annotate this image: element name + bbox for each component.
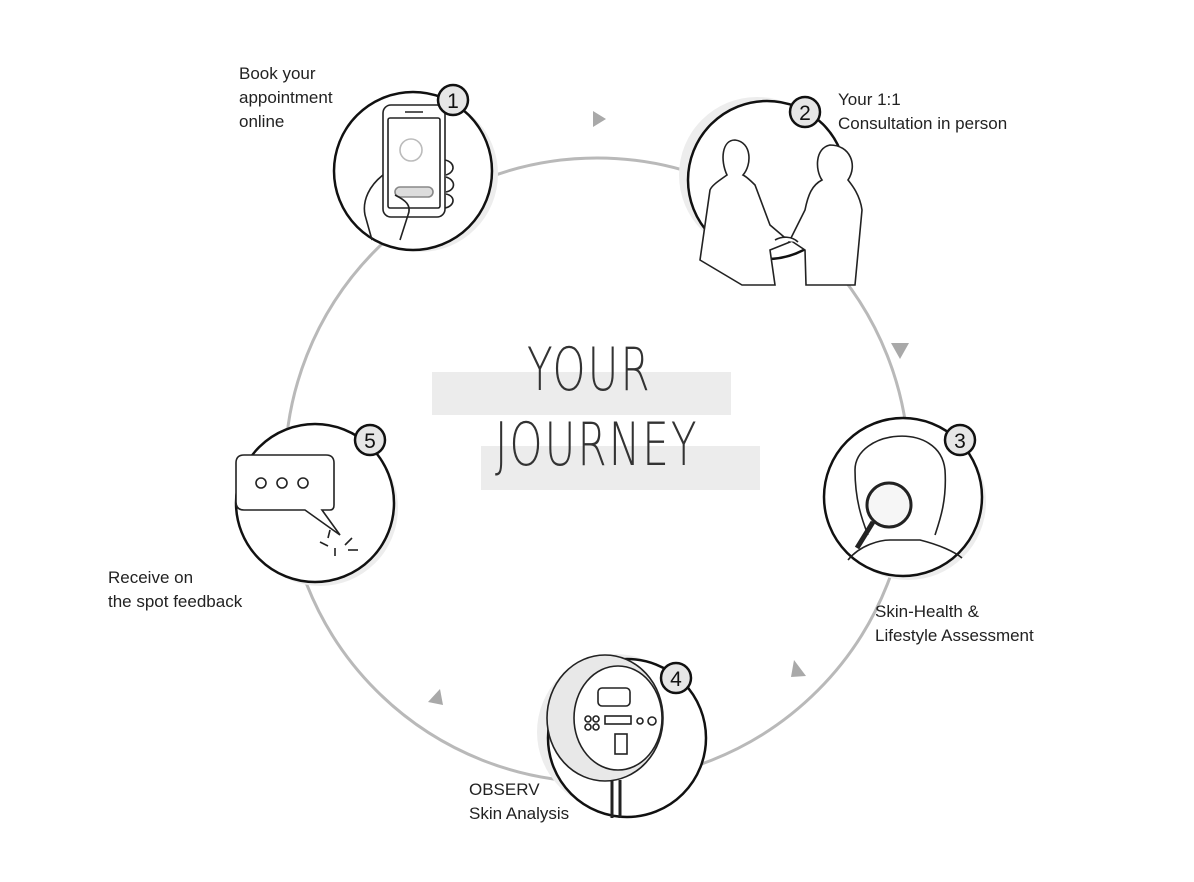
title-band-top [432, 372, 731, 415]
step-2-number: 2 [799, 102, 811, 125]
step-1-label: Book your appointment online [239, 62, 333, 134]
step-3-label-line: Skin-Health & [875, 602, 979, 621]
step-1-number: 1 [447, 90, 459, 113]
step-2-label-line: Your 1:1 [838, 90, 901, 109]
step-5-label-line: the spot feedback [108, 592, 243, 611]
step-5-label: Receive on the spot feedback [108, 566, 242, 614]
phone-booking-icon [363, 104, 455, 241]
step-5-label-line: Receive on [108, 568, 194, 587]
step-4-badge [659, 661, 693, 695]
step-2-badge [788, 95, 822, 129]
step-4-number: 4 [670, 668, 682, 691]
arrow-icon [891, 343, 909, 359]
step-3-label-line: Lifestyle Assessment [875, 626, 1034, 645]
title-band-bottom [481, 446, 760, 490]
arrow-icon [791, 660, 806, 677]
step-4-label-line: OBSERV [469, 780, 540, 799]
arrow-icon [428, 689, 443, 705]
step-5-badge [353, 423, 387, 457]
step-3-number: 3 [954, 430, 966, 453]
step-3-illustration: 3 [822, 416, 986, 580]
step-4-illustration: 4 [537, 654, 708, 819]
step-1-label-line: appointment [239, 88, 333, 107]
step-1-badge [436, 83, 470, 117]
arrow-icon [593, 111, 606, 127]
skin-analysis-device-icon [546, 654, 664, 818]
handshake-icon [699, 139, 863, 286]
step-2-label: Your 1:1 Consultation in person [838, 88, 1007, 136]
step-4-label-line: Skin Analysis [469, 804, 570, 823]
step-4-label: OBSERV Skin Analysis [469, 778, 569, 826]
step-2-label-line: Consultation in person [838, 114, 1008, 133]
step-3-label: Skin-Health & Lifestyle Assessment [875, 600, 1034, 648]
title-line-1: YOUR [527, 335, 652, 405]
step-3-badge [943, 423, 977, 457]
step-5-number: 5 [364, 430, 376, 453]
step-1-illustration: 1 [332, 83, 498, 252]
step-2-illustration: 2 [679, 95, 863, 286]
step-5-illustration: 5 [234, 422, 398, 586]
magnifier-face-icon [847, 435, 963, 561]
step-1-label-line: online [239, 112, 285, 131]
speech-bubble-icon [235, 454, 358, 556]
title-line-2: JOURNEY [495, 410, 699, 480]
step-1-label-line: Book your [239, 64, 316, 83]
